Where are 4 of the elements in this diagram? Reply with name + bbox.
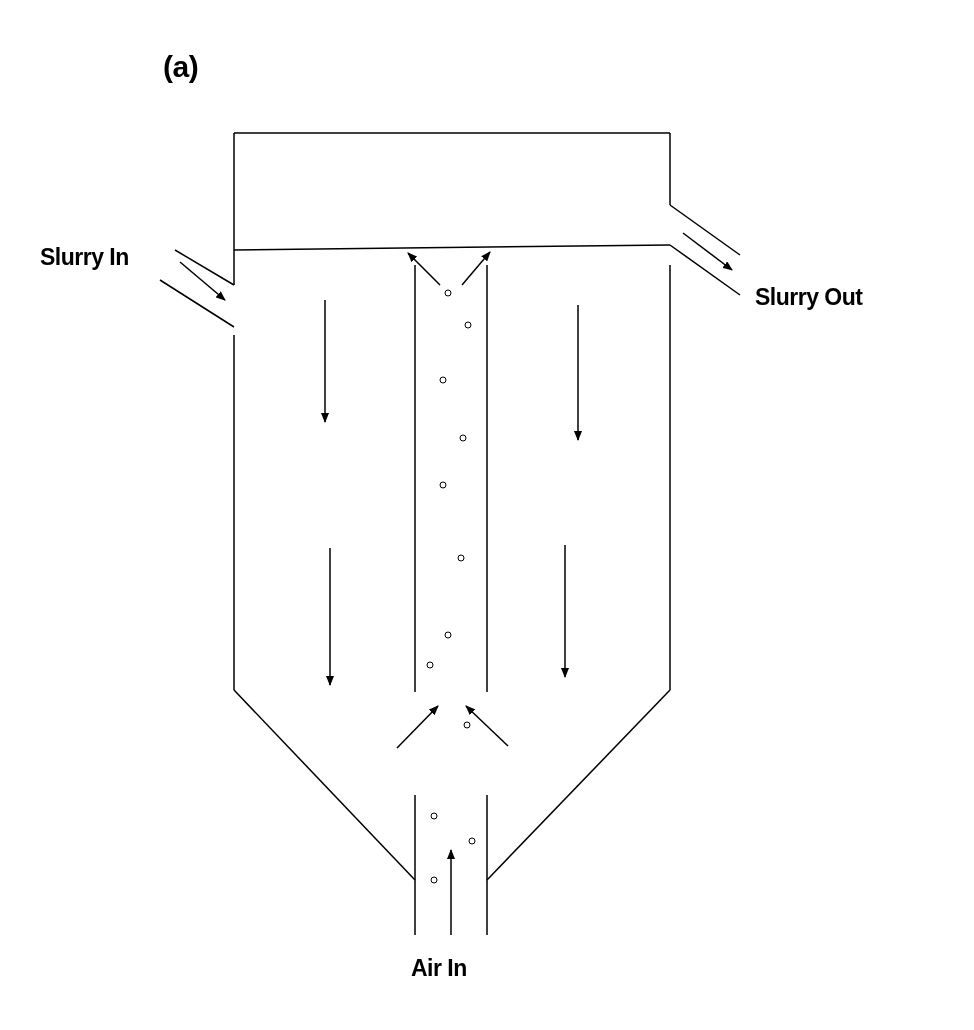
- inlet-label: Air In: [411, 955, 467, 982]
- panel-label: (a): [163, 50, 199, 84]
- outlet-label: Slurry Out: [755, 284, 863, 311]
- inlet-label: Slurry In: [40, 244, 129, 271]
